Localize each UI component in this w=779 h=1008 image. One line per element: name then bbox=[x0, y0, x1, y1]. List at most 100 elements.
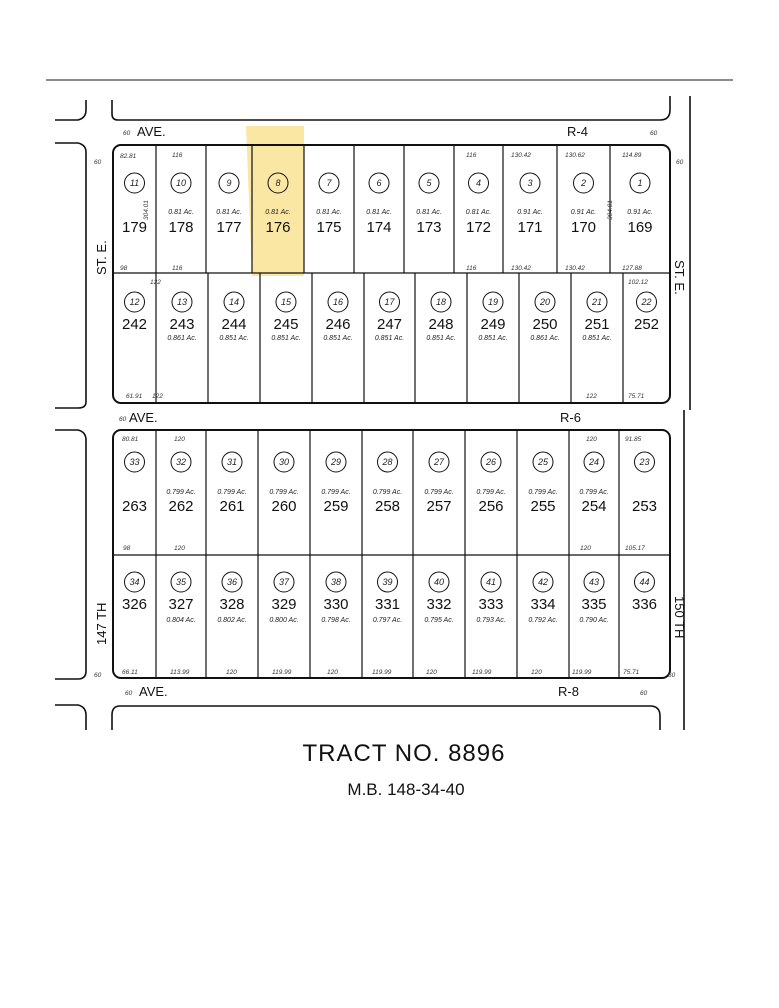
bottom-avenue-width-left: 60 bbox=[125, 690, 133, 697]
parcel-number: 248 bbox=[428, 316, 453, 333]
lot-acreage: 0.851 Ac. bbox=[582, 335, 611, 342]
middle-avenue-label: AVE. bbox=[129, 410, 158, 425]
lot-number-circle bbox=[532, 571, 554, 593]
lot-acreage: 0.91 Ac. bbox=[627, 209, 652, 216]
lot-acreage: 0.851 Ac. bbox=[323, 335, 352, 342]
lot-number: 20 bbox=[539, 297, 550, 307]
parcel-number: 244 bbox=[221, 316, 246, 333]
lot-number-circle bbox=[325, 451, 347, 473]
dim-label: 122 bbox=[586, 393, 597, 400]
dim-label: 116 bbox=[172, 265, 183, 272]
dim-label: 120 bbox=[327, 669, 338, 676]
map-book-reference: M.B. 148-34-40 bbox=[347, 780, 464, 799]
right-width-2: 60 bbox=[668, 672, 676, 679]
block-outlines bbox=[112, 144, 671, 679]
lot-acreage: 0.799 Ac. bbox=[166, 489, 195, 496]
parcel-number: 176 bbox=[265, 219, 290, 236]
lot-number: 2 bbox=[580, 178, 586, 188]
lot-number-circle bbox=[267, 172, 289, 194]
lot-number: 32 bbox=[176, 457, 186, 467]
dim-label: 120 bbox=[226, 669, 237, 676]
lot-acreage: 0.799 Ac. bbox=[476, 489, 505, 496]
dim-label: 122 bbox=[152, 393, 163, 400]
lot-number: 4 bbox=[476, 178, 481, 188]
bottom-avenue-width-right: 60 bbox=[640, 690, 648, 697]
lot-number-circle bbox=[124, 451, 145, 473]
dim-label: 116 bbox=[172, 152, 183, 159]
lot-acreage: 0.81 Ac. bbox=[168, 209, 193, 216]
lot-number: 6 bbox=[376, 178, 381, 188]
middle-avenue-code: R-6 bbox=[560, 410, 581, 425]
lot-acreage: 0.81 Ac. bbox=[316, 209, 341, 216]
dim-label: 119.99 bbox=[472, 669, 492, 676]
lot-number-circle bbox=[468, 172, 489, 194]
parcel-number: 261 bbox=[219, 498, 244, 515]
parcel-number: 254 bbox=[581, 498, 606, 515]
bottom-avenue-code: R-8 bbox=[558, 684, 579, 699]
dim-label: 82.81 bbox=[120, 153, 137, 160]
road-edges bbox=[55, 96, 691, 730]
dim-label: 66.11 bbox=[122, 669, 138, 676]
lot-number: 8 bbox=[275, 178, 280, 188]
parcel-number: 243 bbox=[169, 316, 194, 333]
lot-acreage: 0.799 Ac. bbox=[373, 489, 402, 496]
dim-label: 80.81 bbox=[122, 436, 139, 443]
lot-acreage: 0.804 Ac. bbox=[166, 617, 195, 624]
parcel-number: 326 bbox=[122, 596, 147, 613]
parcel-number: 328 bbox=[219, 596, 244, 613]
bottom-avenue-label: AVE. bbox=[139, 684, 168, 699]
lot-number: 26 bbox=[485, 457, 496, 467]
lot-acreage: 0.81 Ac. bbox=[416, 209, 441, 216]
lot-acreage: 0.800 Ac. bbox=[269, 617, 298, 624]
dim-label: 119.99 bbox=[372, 669, 392, 676]
lot-number-circle bbox=[532, 451, 554, 473]
lot-number-circle bbox=[428, 451, 450, 473]
dim-label: 98 bbox=[123, 545, 131, 552]
lot-number: 25 bbox=[537, 457, 549, 467]
lot-number: 40 bbox=[434, 577, 444, 587]
lot-number: 37 bbox=[279, 577, 290, 587]
lot-number: 42 bbox=[538, 577, 548, 587]
dim-label: 98 bbox=[120, 265, 128, 272]
lot-number-circle bbox=[223, 291, 245, 313]
lot-number-circle bbox=[221, 451, 243, 473]
left-width-2: 60 bbox=[94, 672, 102, 679]
lot-number-circle bbox=[221, 571, 243, 593]
top-avenue-label: AVE. bbox=[137, 124, 166, 139]
parcel-number: 334 bbox=[530, 596, 555, 613]
lot-number: 29 bbox=[330, 457, 341, 467]
parcel-number: 263 bbox=[122, 498, 147, 515]
lot-acreage: 0.795 Ac. bbox=[424, 617, 453, 624]
lot-acreage: 0.81 Ac. bbox=[216, 209, 241, 216]
parcel-number: 252 bbox=[634, 316, 659, 333]
dim-label: 120 bbox=[426, 669, 437, 676]
lot-number: 14 bbox=[229, 297, 239, 307]
lot-acreage: 0.799 Ac. bbox=[269, 489, 298, 496]
dim-label: 120 bbox=[580, 545, 591, 552]
lot-number-circle bbox=[327, 291, 349, 313]
lot-acreage: 0.793 Ac. bbox=[476, 617, 505, 624]
dim-label: 304.01 bbox=[143, 200, 150, 220]
dim-label: 75.71 bbox=[623, 669, 640, 676]
parcel-number: 247 bbox=[377, 316, 402, 333]
parcel-number: 170 bbox=[571, 219, 596, 236]
left-street-lower: 147 TH bbox=[94, 603, 109, 645]
parcel-number: 169 bbox=[627, 219, 652, 236]
lot-number-circle bbox=[634, 451, 655, 473]
lot-number: 35 bbox=[176, 577, 187, 587]
lot-number: 28 bbox=[381, 457, 392, 467]
parcel-number: 175 bbox=[316, 219, 341, 236]
lot-acreage: 0.861 Ac. bbox=[167, 335, 196, 342]
right-street-lower: 150 TH bbox=[672, 596, 687, 638]
dim-label: 130.42 bbox=[511, 265, 531, 272]
lot-number-circle bbox=[124, 291, 145, 313]
lot-number-circle bbox=[171, 291, 193, 313]
parcel-number: 332 bbox=[426, 596, 451, 613]
parcel-number: 329 bbox=[271, 596, 296, 613]
lot-number-circle bbox=[482, 291, 504, 313]
lot-number-circle bbox=[629, 172, 651, 194]
parcel-number: 242 bbox=[122, 316, 147, 333]
lot-number-circle bbox=[480, 571, 502, 593]
parcel-number: 260 bbox=[271, 498, 296, 515]
lot-number: 18 bbox=[436, 297, 446, 307]
